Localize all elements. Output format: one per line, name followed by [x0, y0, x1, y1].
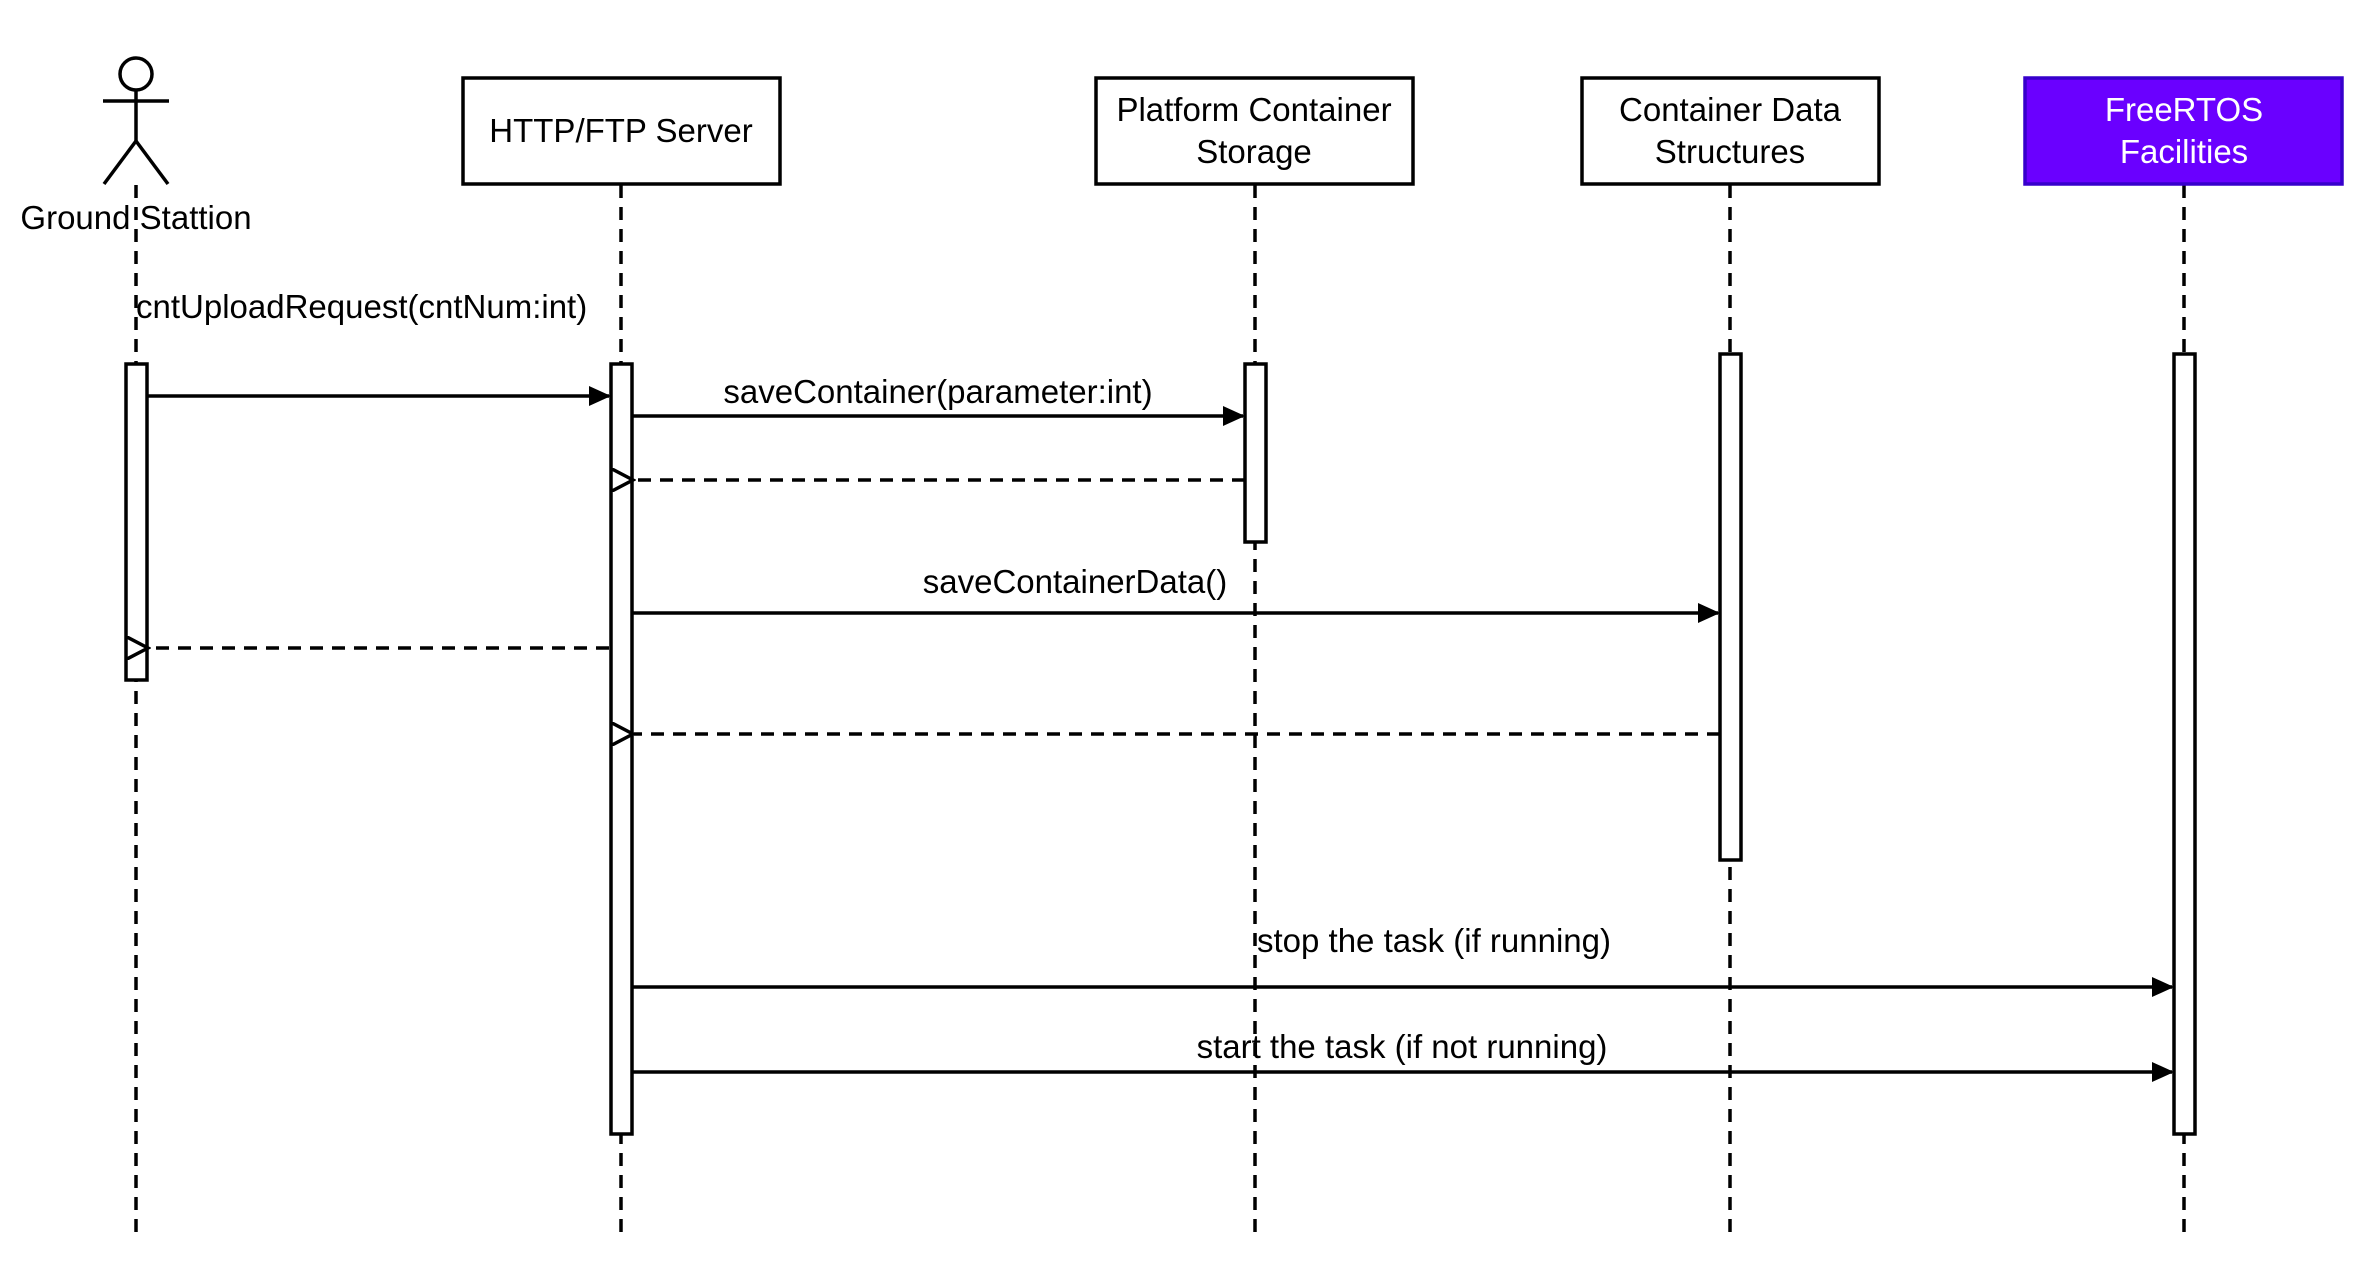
- actor-ground: Ground Stattion: [20, 56, 252, 236]
- activation-storage: [1243, 362, 1268, 544]
- activation-server: [609, 362, 634, 1136]
- message-save-container: saveContainer(parameter:int): [632, 373, 1245, 426]
- activation-datastruct: [1718, 352, 1743, 862]
- message-stop-task: stop the task (if running): [632, 922, 2174, 997]
- participant-storage-label-line2: Storage: [1196, 133, 1312, 170]
- activation-ground: [124, 362, 149, 682]
- participant-storage-label-line1: Platform Container: [1116, 91, 1391, 128]
- activation-freertos: [2172, 352, 2197, 1136]
- actor-left-leg: [102, 139, 138, 186]
- participant-storage-box: [1094, 76, 1415, 186]
- participant-datastruct-box: [1580, 76, 1881, 186]
- actor-ground-label: Ground Stattion: [20, 199, 251, 236]
- message-label: saveContainerData(): [923, 563, 1227, 600]
- message-label: start the task (if not running): [1197, 1028, 1608, 1065]
- participant-server-label: HTTP/FTP Server: [489, 112, 752, 149]
- message-save-container-data: saveContainerData(): [632, 563, 1720, 623]
- participant-freertos-box: [2023, 76, 2344, 186]
- message-label: cntUploadRequest(cntNum:int): [136, 288, 587, 325]
- participant-server: HTTP/FTP Server: [461, 76, 782, 186]
- participant-datastruct: Container Data Structures: [1580, 76, 1881, 186]
- participant-datastruct-label-line1: Container Data: [1619, 91, 1842, 128]
- message-start-task: start the task (if not running): [632, 1028, 2174, 1082]
- participant-freertos-label-line1: FreeRTOS: [2105, 91, 2263, 128]
- message-label: stop the task (if running): [1257, 922, 1611, 959]
- participant-freertos-label-line2: Facilities: [2120, 133, 2248, 170]
- participant-server-box: [461, 76, 782, 186]
- message-label: saveContainer(parameter:int): [723, 373, 1152, 410]
- message-cnt-upload-request: cntUploadRequest(cntNum:int): [136, 288, 611, 406]
- participant-storage: Platform Container Storage: [1094, 76, 1415, 186]
- participant-freertos: FreeRTOS Facilities: [2023, 76, 2344, 186]
- actor-right-leg: [134, 139, 170, 186]
- actor-head: [118, 56, 154, 92]
- participant-datastruct-label-line2: Structures: [1655, 133, 1805, 170]
